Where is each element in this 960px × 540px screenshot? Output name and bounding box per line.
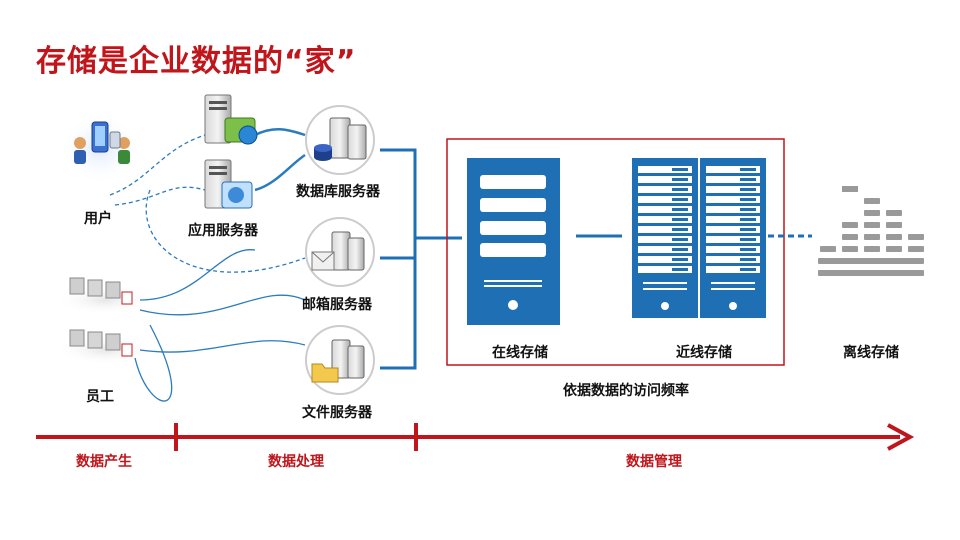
drive-slot <box>638 216 692 223</box>
drive-slot <box>638 176 692 183</box>
nearline-storage-label: 近线存储 <box>676 345 732 361</box>
mail-server-icon <box>305 217 375 287</box>
drive-led <box>740 238 756 241</box>
tape-block <box>820 246 836 252</box>
tape-block <box>842 234 858 240</box>
drive-led <box>740 198 756 201</box>
users-icon <box>60 112 140 184</box>
storage-frame <box>446 138 785 366</box>
drive-slot <box>706 196 760 203</box>
drive-slot <box>706 176 760 183</box>
tape-block <box>886 246 902 252</box>
tape-block <box>886 222 902 228</box>
connection-lines <box>109 128 306 402</box>
drive-led <box>672 228 688 231</box>
tape-block <box>864 222 880 228</box>
page-title: 存储是企业数据的“家” <box>36 44 357 79</box>
db-server-label: 数据库服务器 <box>296 184 380 200</box>
drive-led <box>740 168 756 171</box>
drive-led <box>672 198 688 201</box>
tape-block <box>818 258 924 264</box>
nearline-storage-icon <box>632 158 766 318</box>
drive-slot <box>706 216 760 223</box>
timeline-arrow <box>36 423 915 451</box>
tape-block <box>908 234 924 240</box>
drive-led <box>740 178 756 181</box>
drive-slot <box>638 226 692 233</box>
app-server-label: 应用服务器 <box>188 223 258 239</box>
drive-slot <box>638 186 692 193</box>
drive-slot <box>706 236 760 243</box>
drive-led <box>740 218 756 221</box>
tape-block <box>908 246 924 252</box>
drive-led <box>740 208 756 211</box>
employees-label: 员工 <box>86 389 114 405</box>
mail-server-label: 邮箱服务器 <box>302 297 372 313</box>
drive-slot <box>638 196 692 203</box>
tape-block <box>864 210 880 216</box>
drive-led <box>672 178 688 181</box>
tape-block <box>886 210 902 216</box>
online-storage-label: 在线存储 <box>492 345 548 361</box>
drive-led <box>740 248 756 251</box>
file-server-label: 文件服务器 <box>302 405 372 421</box>
tape-block <box>864 198 880 204</box>
drive-led <box>672 258 688 261</box>
users-label: 用户 <box>84 211 112 227</box>
drive-slot <box>638 236 692 243</box>
tape-block <box>818 270 924 276</box>
drive-led <box>672 218 688 221</box>
stage-label: 数据管理 <box>626 454 682 470</box>
db-server-icon <box>305 105 375 175</box>
tape-block <box>886 234 902 240</box>
employees-icon <box>55 277 155 365</box>
app-server-icon <box>204 94 258 209</box>
stage-label: 数据产生 <box>76 454 132 470</box>
drive-led <box>740 228 756 231</box>
drive-slot <box>638 166 692 173</box>
drive-slot <box>706 246 760 253</box>
drive-led <box>672 268 688 271</box>
drive-slot <box>638 246 692 253</box>
tape-block <box>842 222 858 228</box>
drive-slot <box>706 206 760 213</box>
access-frequency-caption: 依据数据的访问频率 <box>563 383 689 399</box>
drive-slot <box>706 226 760 233</box>
drive-led <box>672 168 688 171</box>
drive-led <box>740 268 756 271</box>
file-server-icon <box>305 325 375 395</box>
drive-led <box>672 238 688 241</box>
drive-slot <box>638 206 692 213</box>
tape-block <box>864 234 880 240</box>
drive-led <box>672 248 688 251</box>
drive-led <box>740 188 756 191</box>
offline-storage-label: 离线存储 <box>843 345 899 361</box>
drive-slot <box>706 266 760 273</box>
server-bracket <box>380 148 462 370</box>
drive-slot <box>638 256 692 263</box>
drive-slot <box>706 256 760 263</box>
tape-block <box>864 246 880 252</box>
drive-led <box>672 188 688 191</box>
online-storage-icon <box>467 158 560 325</box>
drive-led <box>740 258 756 261</box>
tape-block <box>842 186 858 192</box>
drive-slot <box>706 186 760 193</box>
offline-storage-icon <box>818 186 924 276</box>
tape-block <box>842 246 858 252</box>
stage-label: 数据处理 <box>268 454 324 470</box>
drive-slot <box>638 266 692 273</box>
drive-led <box>672 208 688 211</box>
drive-slot <box>706 166 760 173</box>
